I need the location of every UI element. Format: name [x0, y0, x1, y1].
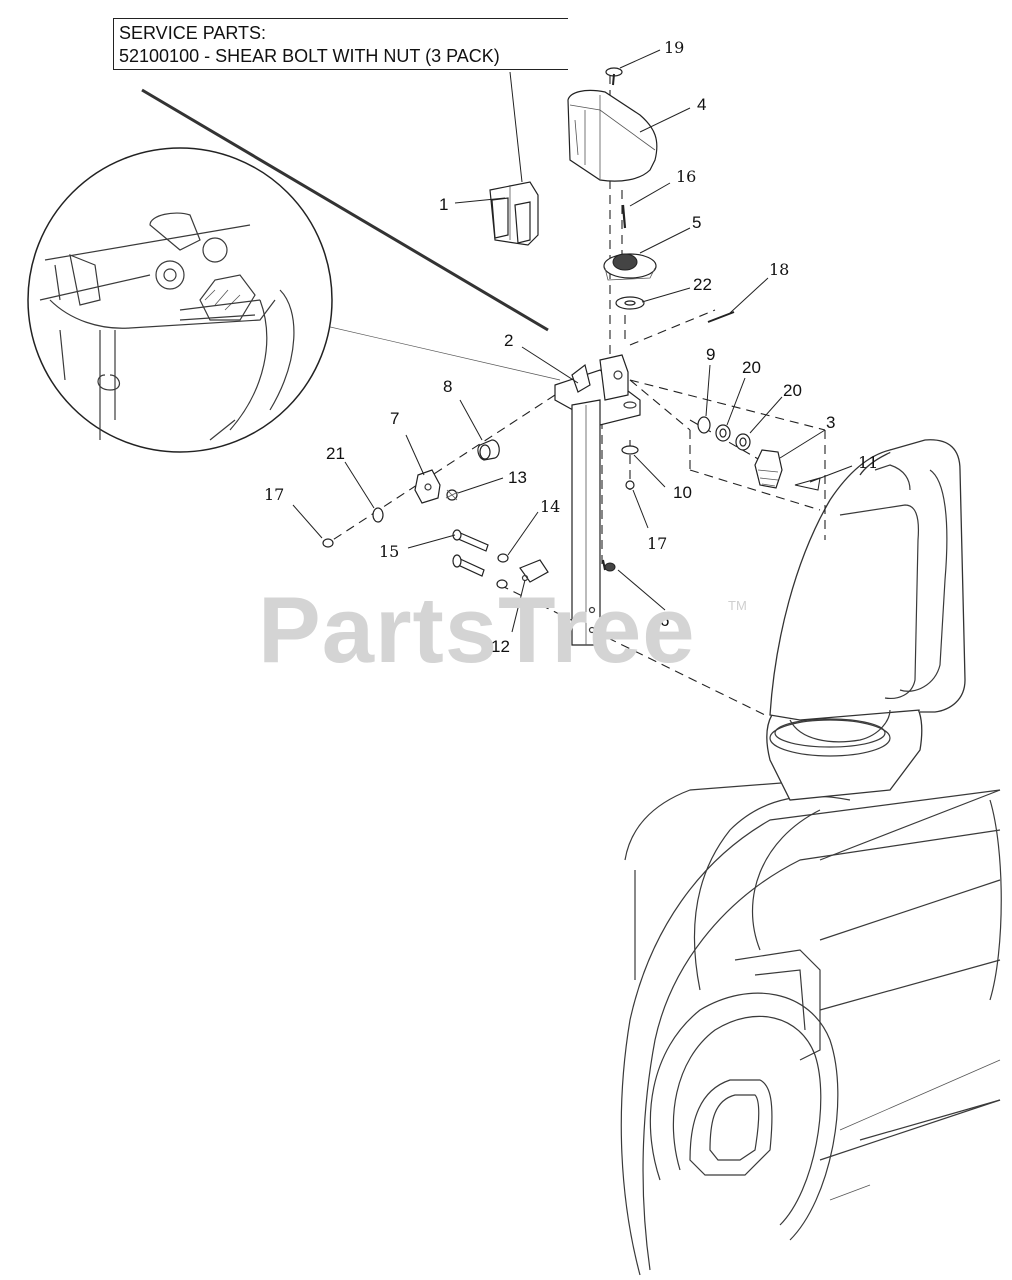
part-16-pin: [621, 204, 627, 229]
callout-13: 13: [508, 468, 527, 487]
callout-12: 12: [491, 637, 510, 656]
service-parts-heading: SERVICE PARTS:: [119, 23, 267, 43]
service-parts-line: 52100100 - SHEAR BOLT WITH NUT (3 PACK): [119, 46, 500, 66]
callout-15: 15: [379, 542, 399, 561]
callout-5: 5: [692, 213, 701, 232]
callout-21: 21: [326, 444, 345, 463]
part-13-spring: [445, 489, 459, 501]
auger-housing: [620, 779, 1002, 1276]
part-22-washer: [615, 296, 645, 310]
part-6-bolt: [602, 559, 616, 572]
part-2-mount-bracket: [554, 354, 641, 646]
callout-20-left: 20: [742, 358, 761, 377]
callout-22: 22: [693, 275, 712, 294]
callout-labels: 1 2 3 4 5 6 7 8 9 10 11 12 13 14 15 16 1…: [264, 38, 878, 656]
callout-17-center: 17: [647, 534, 667, 553]
part-7-plate: [414, 469, 441, 504]
part-21-washer: [372, 507, 384, 523]
callout-8: 8: [443, 377, 452, 396]
callout-1: 1: [439, 195, 448, 214]
callout-16: 16: [676, 167, 696, 186]
callout-11: 11: [858, 453, 878, 472]
part-17-nut-center: [625, 480, 635, 490]
part-10-washer: [621, 445, 639, 455]
part-lower-washer: [496, 579, 508, 589]
part-5-gear: [603, 253, 657, 281]
service-parts-box: SERVICE PARTS: 52100100 - SHEAR BOLT WIT…: [113, 18, 568, 70]
callout-4: 4: [697, 95, 706, 114]
detail-inset: [27, 147, 333, 453]
callout-6: 6: [660, 611, 669, 630]
callout-19: 19: [664, 38, 684, 57]
part-17-nut-left: [322, 538, 334, 548]
part-9-20-washers: [697, 416, 751, 451]
part-19-screw: [605, 67, 623, 86]
callout-18: 18: [769, 260, 789, 279]
part-1-bracket: [489, 181, 539, 246]
callout-20-right: 20: [783, 381, 802, 400]
discharge-chute: [766, 439, 966, 801]
callout-2: 2: [504, 331, 513, 350]
callout-10: 10: [673, 483, 692, 502]
watermark-logo: PartsTree: [258, 577, 696, 682]
part-11-pin: [794, 477, 821, 491]
part-15-bolts: [452, 529, 489, 577]
chute-control-rod: [141, 88, 561, 381]
part-18-pin: [707, 311, 735, 323]
part-14-nut: [497, 553, 509, 563]
part-8-spacer: [477, 439, 500, 461]
callout-9: 9: [706, 345, 715, 364]
callout-3: 3: [826, 413, 835, 432]
watermark-trademark: TM: [728, 598, 747, 613]
part-3-pinion: [754, 449, 783, 489]
callout-17-left: 17: [264, 485, 284, 504]
callout-7: 7: [390, 409, 399, 428]
callout-14: 14: [540, 497, 560, 516]
part-4-chute-cap: [567, 89, 658, 182]
leader-lines: [292, 49, 853, 633]
